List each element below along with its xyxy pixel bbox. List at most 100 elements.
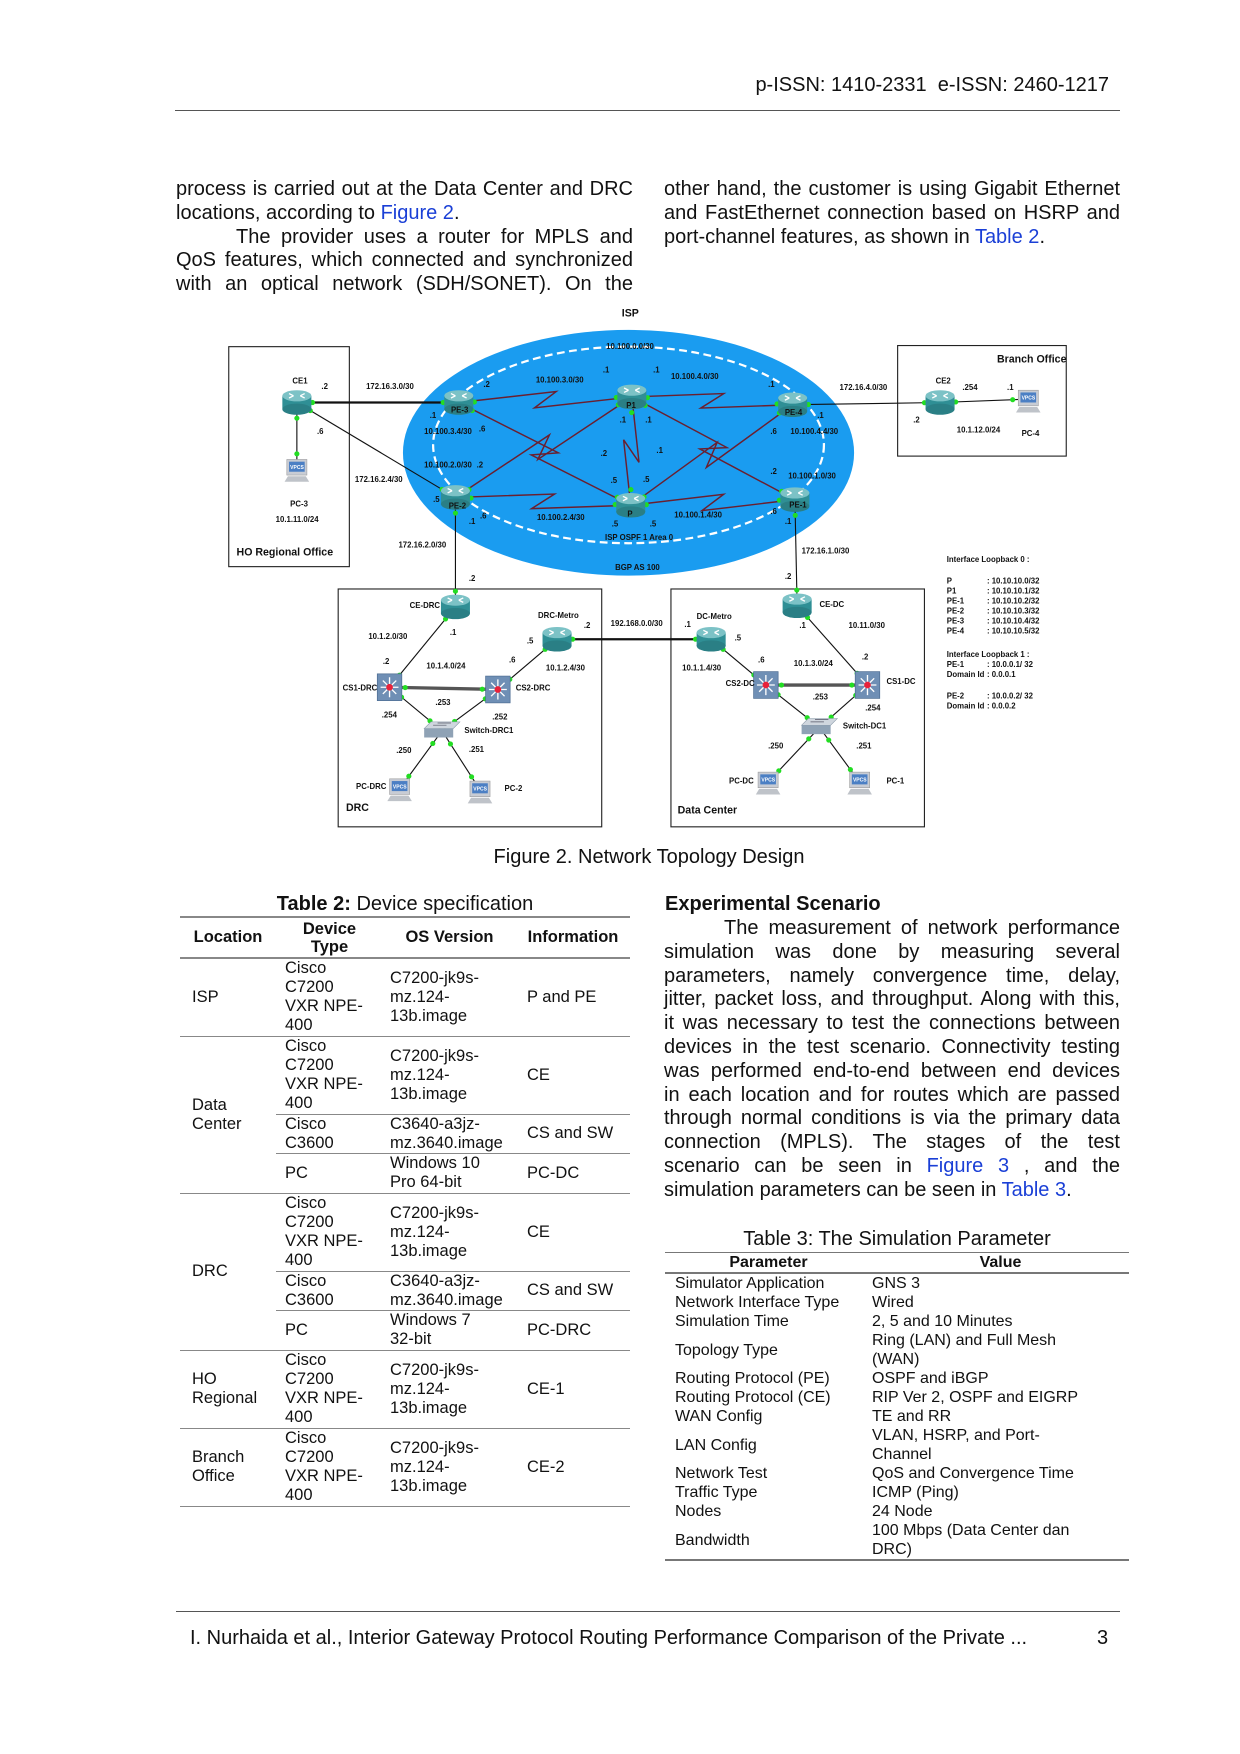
location-text: Branch Office — [192, 1448, 245, 1485]
port-indicator — [452, 588, 459, 594]
table-row: Topology Type Ring (LAN) and Full Mesh (W… — [665, 1331, 1129, 1369]
figure-label: .6 — [480, 512, 487, 521]
table-header-row: Location Device Type OS Version Informat… — [180, 916, 630, 959]
figure-label: .1 — [785, 517, 792, 526]
cell-value: 2, 5 and 10 Minutes — [872, 1312, 1129, 1331]
cell-info: CE-1 — [516, 1350, 630, 1429]
device-text: Cisco C3600 — [285, 1271, 334, 1309]
cell-info: PC-DRC — [516, 1310, 630, 1351]
figure-label: .2 — [601, 449, 608, 458]
text-segment: , and the — [1023, 1154, 1120, 1177]
table-2-link[interactable]: Table 2 — [974, 225, 1040, 248]
figure-label: 10.1.4.0/24 — [426, 661, 466, 670]
switch-cs1-drc[interactable] — [376, 673, 403, 702]
value-text: ICMP (Ping) — [872, 1484, 959, 1501]
col-header-os-version: OS Version — [383, 916, 516, 959]
table-row: Cisco C3600 C3640-a3jz-mz.3640.image CS … — [180, 1114, 630, 1154]
figure-2-link[interactable]: Figure 2 — [380, 201, 454, 224]
figure-label: .252 — [492, 713, 508, 722]
router-ce2[interactable] — [924, 389, 956, 416]
cell-info: CS and SW — [516, 1114, 630, 1154]
figure-3-link[interactable]: Figure 3 — [926, 1154, 1010, 1177]
loopback-legend: Interface Loopback 0 : P: 10.10.10.0/32 … — [947, 555, 1040, 710]
figure-label: HO Regional Office — [237, 546, 334, 558]
figure-label: 10.1.3.0/24 — [794, 659, 834, 668]
os-text: C7200-jk9s-mz.124-13b.image — [390, 1360, 479, 1417]
table-row: Cisco C3600 C3640-a3jz-mz.3640.image CS … — [180, 1271, 630, 1311]
figure-label: 10.1.1.4/30 — [682, 664, 722, 673]
ethernet-link — [792, 401, 941, 406]
router-dc-metro[interactable] — [695, 626, 727, 653]
cell-os: Windows 10 Pro 64-bit — [383, 1153, 516, 1194]
switch-cs2-dc[interactable] — [752, 670, 779, 700]
switch-cs2-drc[interactable] — [484, 675, 511, 704]
router-ce1[interactable] — [281, 389, 313, 416]
text-line: scenario can be seen in Figure 3 , and t… — [664, 1155, 1120, 1179]
device-specification-table: Location Device Type OS Version Informat… — [180, 916, 630, 1507]
text-segment: . — [1039, 225, 1045, 248]
legend-value: : 10.0.0.2/ 32 — [987, 691, 1034, 700]
vpcs-icon-label: VPCS — [853, 778, 867, 784]
figure-label: .254 — [962, 383, 978, 392]
figure-label: PC-DC — [729, 776, 754, 785]
cell-parameter: LAN Config — [675, 1436, 757, 1454]
cell-parameter: Topology Type — [675, 1341, 778, 1359]
figure-label: .2 — [477, 460, 484, 469]
device-text: PC — [285, 1320, 308, 1339]
text-line: The provider uses a router for MPLS and — [236, 225, 633, 248]
figure-label: CE-DC — [819, 600, 844, 609]
isp-cloud — [402, 329, 855, 576]
port-indicator — [628, 487, 634, 493]
port-indicator — [468, 774, 475, 780]
serial-link — [458, 401, 632, 506]
journal-issn: p-ISSN: 1410-2331 e-ISSN: 2460-1217 — [755, 74, 1109, 96]
router-ce-dc[interactable] — [781, 592, 813, 619]
figure-label: .6 — [758, 656, 765, 665]
figure-label: ISP OSPF 1 Area 0 — [605, 533, 674, 542]
cell-value: 24 Node — [872, 1502, 1129, 1521]
cell-os: C7200-jk9s-mz.124-13b.image — [383, 1193, 516, 1272]
legend-value: : 10.10.10.2/32 — [987, 597, 1040, 606]
device-text: Cisco C7200 VXR NPE-400 — [285, 959, 363, 1035]
cell-parameter: Simulation Time — [675, 1313, 789, 1330]
figure-label: PC-4 — [1022, 429, 1040, 438]
figure-label: 172.16.4.0/30 — [840, 383, 888, 392]
serial-link — [455, 493, 631, 510]
cell-location: Branch Office — [180, 1428, 276, 1507]
table-row: Data Center Cisco C7200 VXR NPE-400 C720… — [180, 1036, 630, 1194]
text-segment: . — [1066, 1178, 1072, 1201]
figure-label: .250 — [396, 746, 412, 755]
router-ce-drc[interactable] — [440, 593, 471, 620]
experimental-text: The measurement of network performance s… — [664, 917, 1120, 1203]
router-drc-metro[interactable] — [541, 626, 573, 653]
text-segment: simulation parameters can be seen in — [664, 1178, 1002, 1201]
switch-cs1-dc[interactable] — [854, 670, 881, 700]
figure-label: PC-DRC — [356, 782, 387, 791]
figure-label: .1 — [450, 628, 457, 637]
cell-info: CS and SW — [516, 1271, 630, 1311]
table-3-link[interactable]: Table 3 — [1001, 1178, 1067, 1201]
port-indicator — [402, 685, 408, 691]
legend-key: PE-1 — [947, 597, 965, 606]
legend-value: : 10.10.10.5/32 — [987, 627, 1040, 636]
figure-label: Branch Office — [997, 353, 1067, 365]
figure-label: .6 — [509, 656, 516, 665]
cell-device: Cisco C7200 VXR NPE-400 — [276, 1036, 383, 1115]
figure-label: 10.1.2.0/30 — [368, 632, 408, 641]
figure-label: .6 — [770, 427, 777, 436]
value-text: TE and RR — [872, 1408, 952, 1425]
text-segment: locations, according to — [176, 201, 381, 224]
cell-parameter: Routing Protocol (PE) — [675, 1370, 830, 1387]
data-center-box — [670, 588, 925, 828]
table-row: DRC Cisco C7200 VXR NPE-400 C7200-jk9s-m… — [180, 1193, 630, 1351]
os-text: C7200-jk9s-mz.124-13b.image — [390, 1046, 479, 1103]
figure-label: 10.100.3.4/30 — [424, 427, 472, 436]
value-text: Ring (LAN) and Full Mesh (WAN) — [872, 1332, 1057, 1368]
table-row: Routing Protocol (CE)RIP Ver 2, OSPF and… — [665, 1388, 1129, 1407]
value-text: 2, 5 and 10 Minutes — [872, 1313, 1013, 1330]
port-indicator — [1010, 397, 1016, 403]
text-line: parameters, namely convergence time, del… — [664, 964, 1120, 987]
os-text: C3640-a3jz-mz.3640.image — [390, 1271, 503, 1309]
